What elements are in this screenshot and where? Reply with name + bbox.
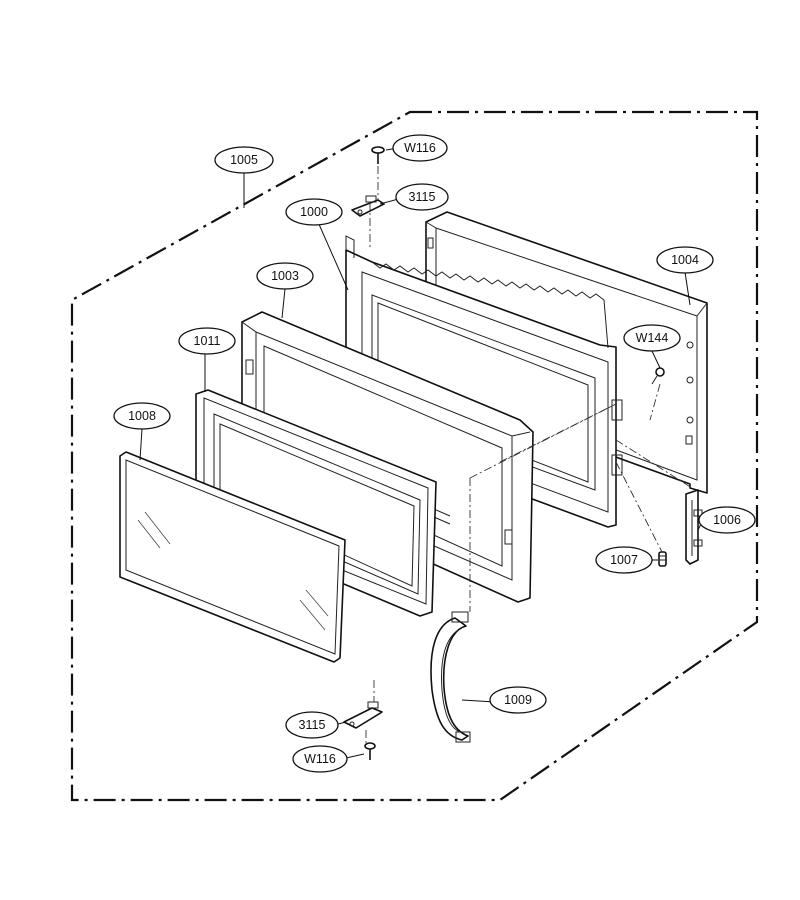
callout-W116-bottom-label: W116 — [304, 752, 336, 766]
callout-3115-bottom-label: 3115 — [299, 718, 326, 732]
callout-1005: 1005 — [214, 146, 274, 174]
callout-1006-label: 1006 — [713, 513, 741, 527]
part-3115-top-hinge — [351, 195, 385, 217]
callout-1003: 1003 — [256, 262, 314, 290]
callout-1004: 1004 — [656, 246, 714, 274]
callout-3115-top: 3115 — [395, 183, 449, 211]
callout-W144-label: W144 — [636, 331, 669, 345]
callout-1000-label: 1000 — [300, 205, 328, 219]
callout-1007-label: 1007 — [610, 553, 638, 567]
part-W116-bottom-screw — [364, 742, 376, 760]
callout-1011: 1011 — [178, 327, 236, 355]
callout-1007: 1007 — [595, 546, 653, 574]
callout-1005-label: 1005 — [230, 153, 258, 167]
callout-1008-label: 1008 — [128, 409, 156, 423]
callout-W116-bottom: W116 — [292, 745, 348, 773]
part-W116-top-screw — [371, 146, 385, 164]
callout-1009-label: 1009 — [504, 693, 532, 707]
callout-W116-top-label: W116 — [404, 141, 436, 155]
callout-W116-top: W116 — [392, 134, 448, 162]
callout-3115-bottom: 3115 — [285, 711, 339, 739]
callout-1008: 1008 — [113, 402, 171, 430]
callout-1011-label: 1011 — [194, 334, 221, 348]
callout-1003-label: 1003 — [271, 269, 299, 283]
callout-1000: 1000 — [285, 198, 343, 226]
alignment-lines — [365, 166, 693, 744]
assembly-boundary — [70, 110, 759, 802]
callout-1009: 1009 — [489, 686, 547, 714]
part-1006-latch — [685, 489, 703, 565]
callout-1004-label: 1004 — [671, 253, 699, 267]
part-1009-handle — [430, 611, 471, 743]
callout-W144: W144 — [623, 324, 681, 352]
part-3115-bottom-hinge — [343, 701, 383, 729]
part-1008-glass-panel — [119, 451, 346, 663]
callout-3115-top-label: 3115 — [409, 190, 436, 204]
callout-1006: 1006 — [698, 506, 756, 534]
leader-lines — [139, 147, 703, 759]
part-1007-spring — [658, 551, 667, 567]
